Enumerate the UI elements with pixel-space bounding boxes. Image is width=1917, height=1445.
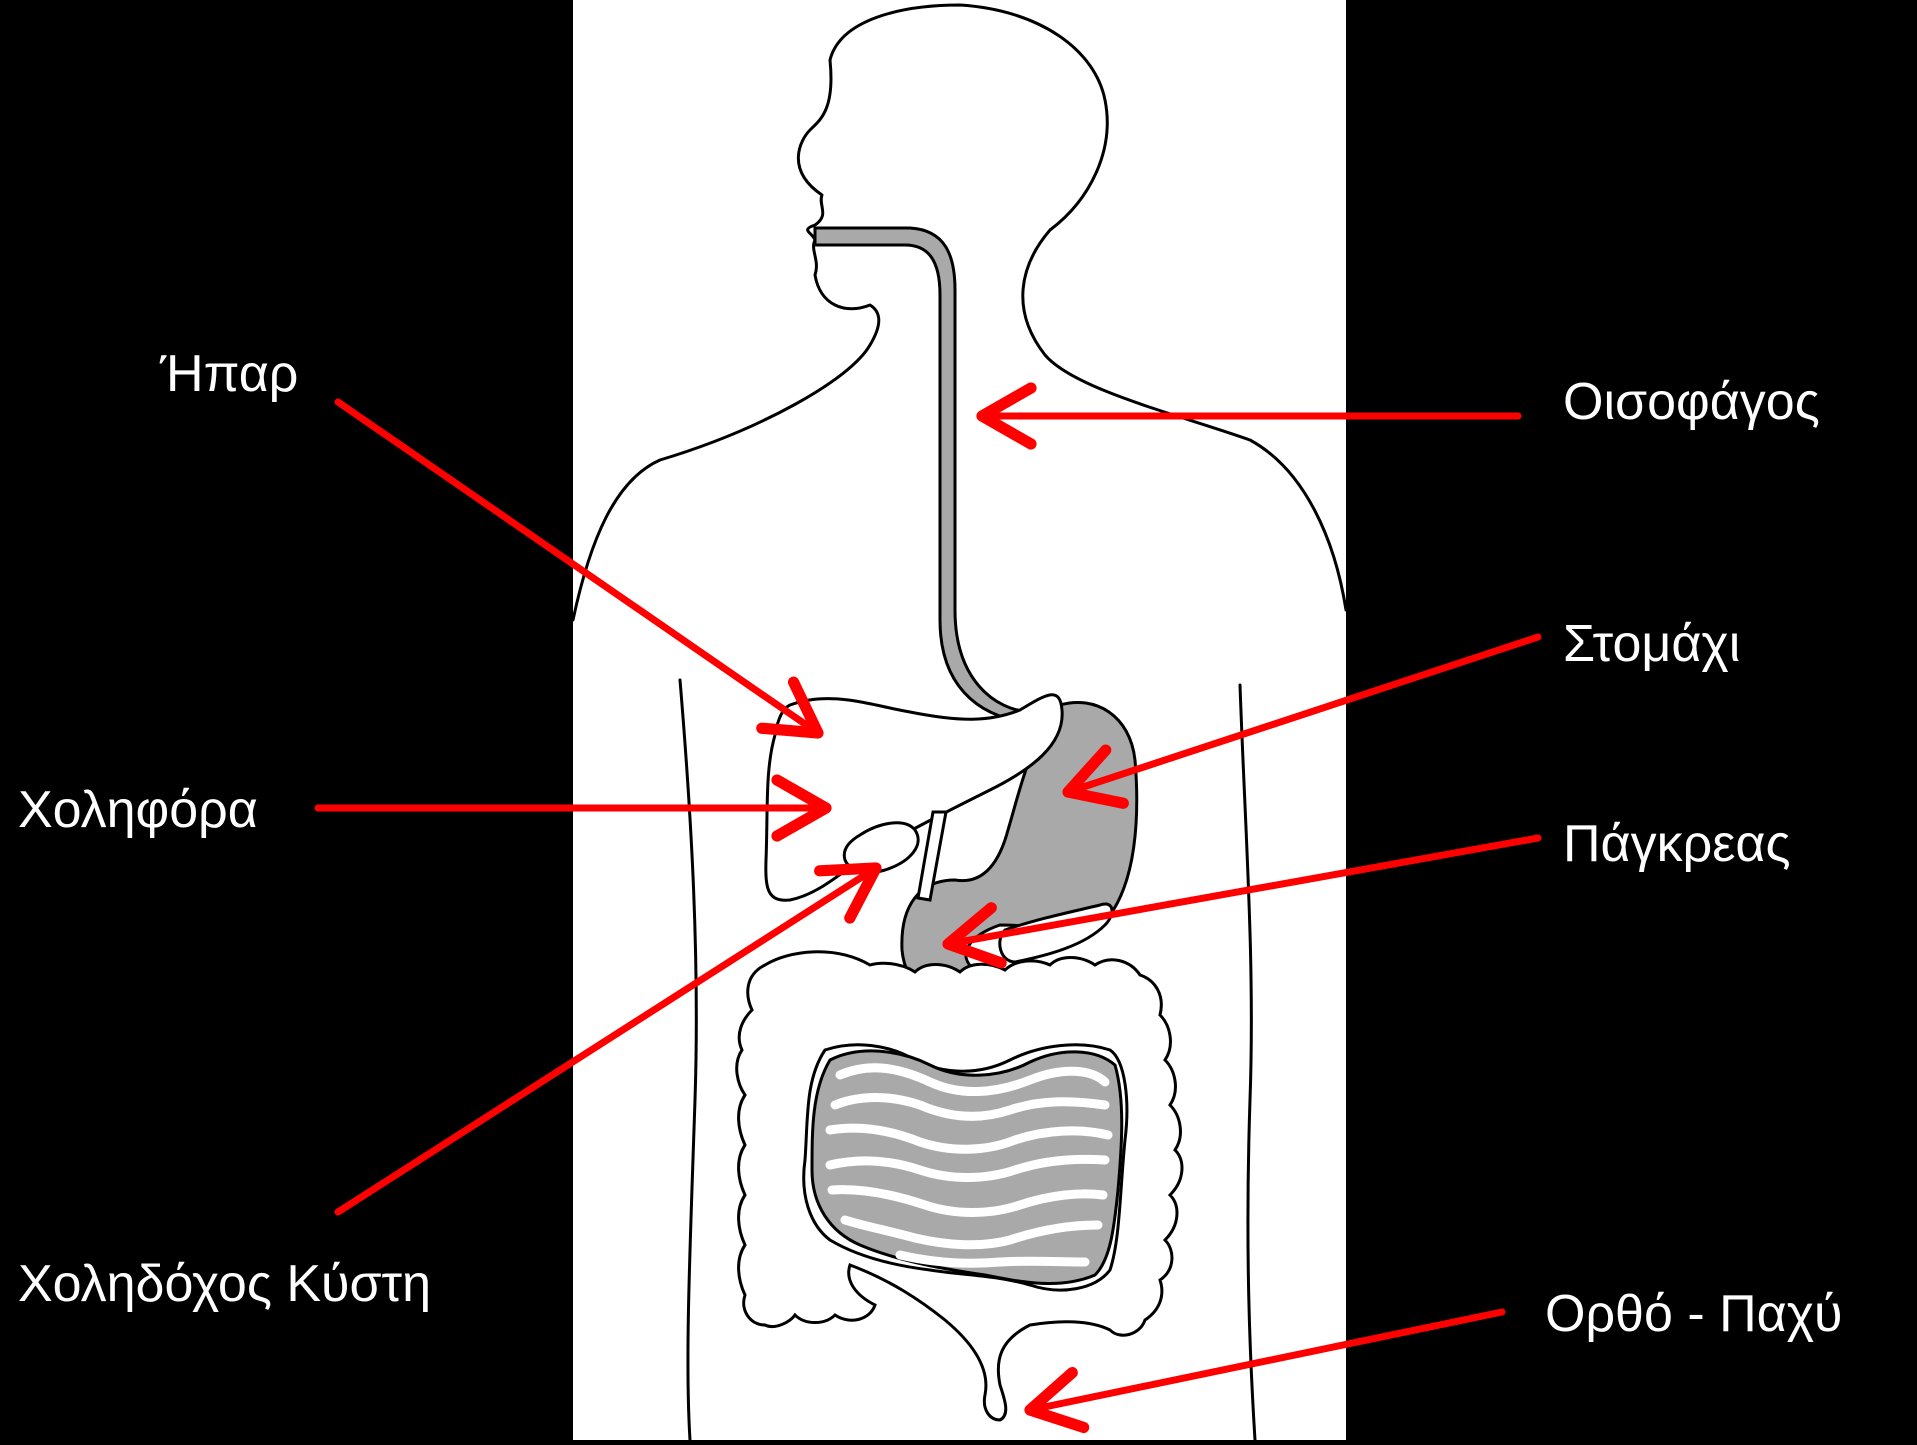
label-pancreas: Πάγκρεας [1563, 818, 1791, 870]
label-liver: Ήπαρ [160, 348, 298, 400]
label-gallbladder: Χοληδόχος Κύστη [18, 1258, 431, 1310]
label-esophagus: Οισοφάγος [1563, 376, 1820, 428]
label-bile-ducts: Χοληφόρα [18, 784, 258, 836]
label-stomach: Στομάχι [1563, 618, 1740, 670]
label-rectum-colon: Ορθό - Παχύ [1545, 1288, 1842, 1340]
